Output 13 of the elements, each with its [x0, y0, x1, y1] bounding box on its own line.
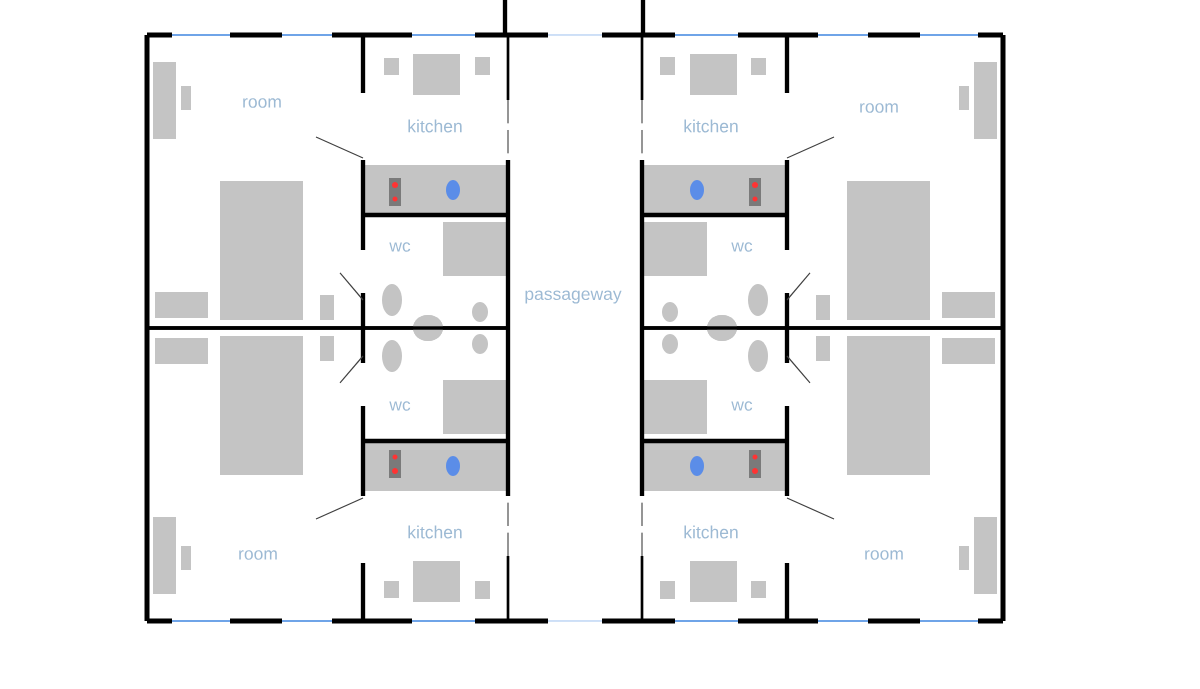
room-label: kitchen [684, 525, 738, 539]
room-label: wc [731, 242, 753, 252]
room-label: kitchen [684, 119, 738, 133]
room-label: room [243, 98, 281, 108]
room-label: wc [389, 401, 411, 411]
room-label: room [239, 550, 277, 560]
room-label: room [860, 103, 898, 113]
room-label: kitchen [408, 119, 462, 133]
room-label: kitchen [408, 525, 462, 539]
room-label: room [865, 550, 903, 560]
room-label: wc [731, 401, 753, 411]
room-label: wc [389, 242, 411, 252]
room-label: passageway [525, 290, 622, 304]
